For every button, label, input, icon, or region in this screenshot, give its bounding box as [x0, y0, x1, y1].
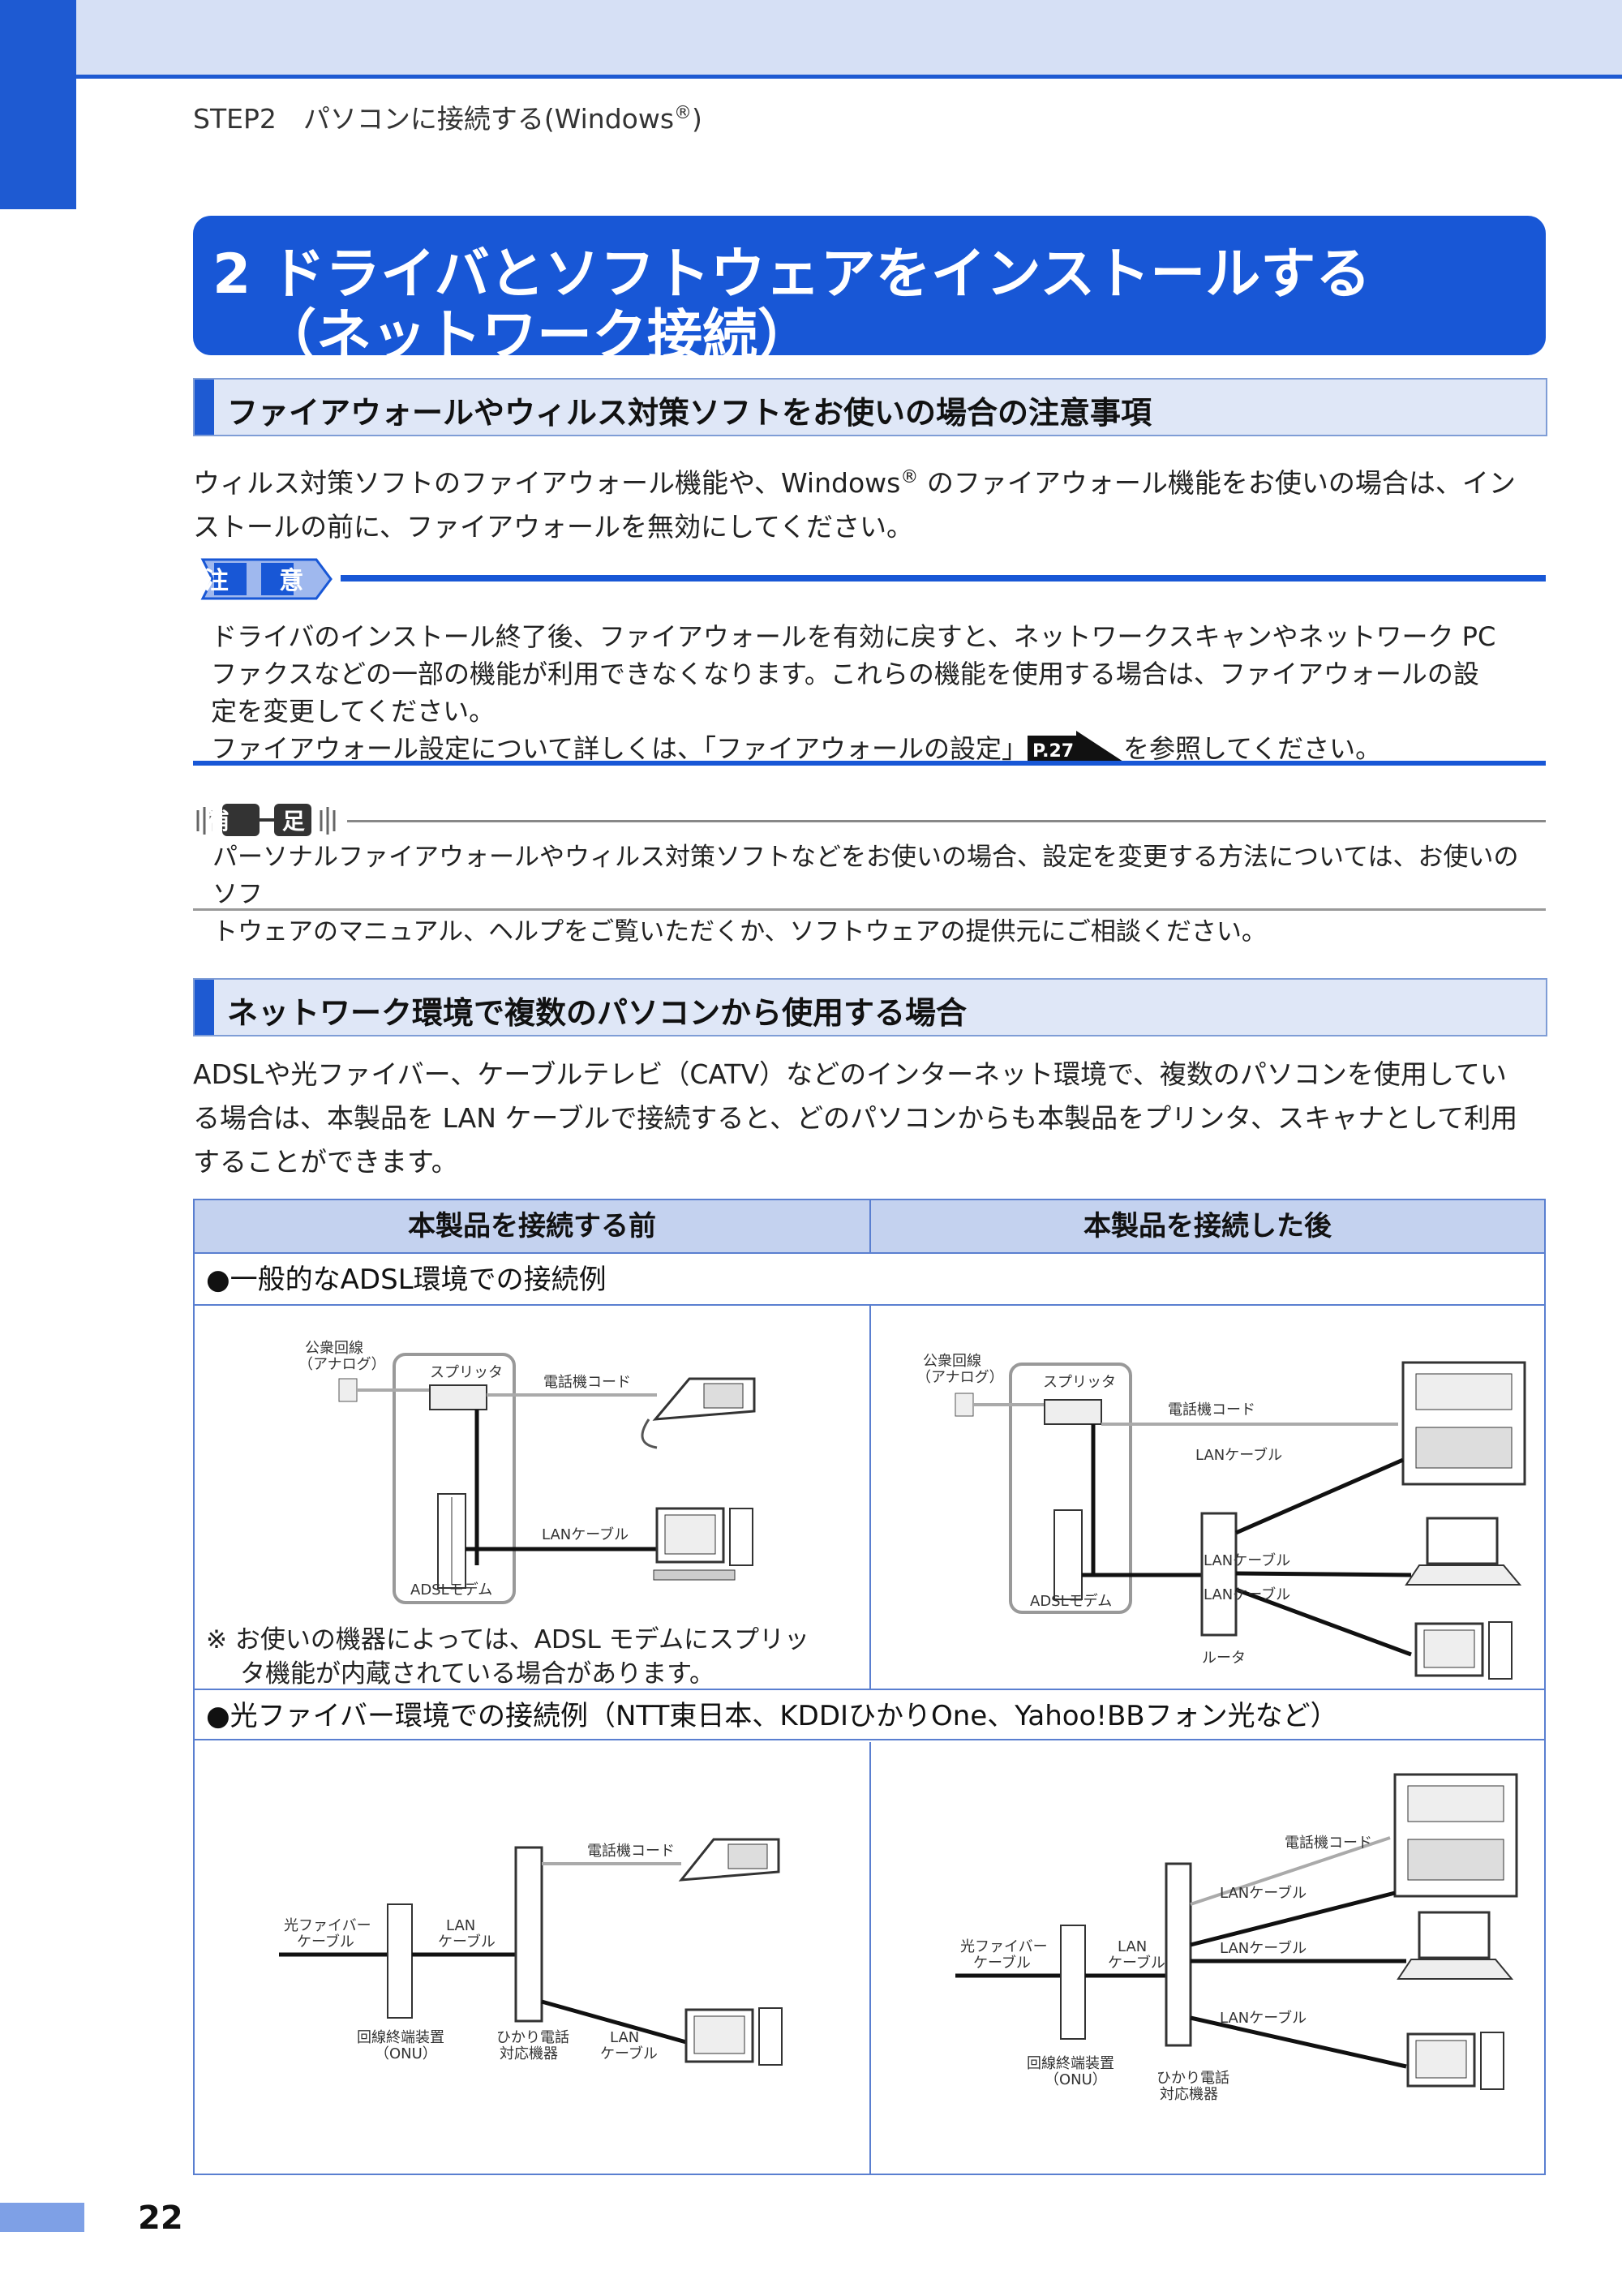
page-reference-link[interactable]: P.27 [1028, 731, 1124, 763]
adsl-modem-icon [1053, 1509, 1083, 1600]
svg-text:光ファイバー: 光ファイバー [284, 1917, 371, 1934]
desktop-pc-icon [1414, 1621, 1513, 1680]
svg-text:ケーブル: ケーブル [438, 1933, 496, 1951]
onu-icon [1060, 1925, 1086, 2040]
svg-text:回線終端装置: 回線終端装置 [357, 2029, 444, 2046]
supplement-text: パーソナルファイアウォールやウィルス対策ソフトなどをお使いの場合、設定を変更する… [212, 843, 1519, 946]
svg-text:ルータ: ルータ [1202, 1650, 1246, 1667]
caution-text: ドライバのインストール終了後、ファイアウォールを有効に戻すと、ネットワークスキャ… [211, 621, 1496, 764]
onu-icon [387, 1903, 413, 2019]
chapter-title: 2 ドライバとソフトウェアをインストールする （ネットワーク接続） [193, 216, 1546, 368]
router-icon [1200, 1512, 1238, 1637]
desktop-pc-icon [653, 1507, 753, 1581]
svg-text:対応機器: 対応機器 [1160, 2086, 1218, 2103]
column-header-before: 本製品を接続する前 [195, 1200, 871, 1254]
top-band [0, 0, 1622, 79]
desktop-pc-icon [1406, 2032, 1504, 2090]
firewall-intro: ウィルス対策ソフトのファイアウォール機能や、Windows® のファイアウォール… [193, 467, 1516, 543]
svg-text:ADSLモデム: ADSLモデム [1030, 1593, 1112, 1610]
chapter-title-line2: （ネットワーク接続） [261, 304, 813, 368]
svg-text:LANケーブル: LANケーブル [1204, 1551, 1290, 1569]
telephone-icon [641, 1377, 756, 1449]
svg-text:注 意: 注 意 [204, 567, 324, 595]
svg-text:電話機コード: 電話機コード [1168, 1401, 1255, 1418]
svg-text:光ファイバー: 光ファイバー [960, 1938, 1048, 1955]
running-header: STEP2 パソコンに接続する(Windows®) [193, 103, 702, 135]
hikari-phone-device-icon [1165, 1862, 1192, 2047]
connection-table: 本製品を接続する前 本製品を接続した後 ●一般的なADSL環境での接続例 ●光フ… [193, 1199, 1546, 2175]
svg-text:LANケーブル: LANケーブル [1220, 2009, 1307, 2027]
supplement-rule [347, 820, 1546, 822]
svg-text:電話機コード: 電話機コード [543, 1374, 631, 1391]
diagram-fiber-after: 光ファイバー ケーブル LAN ケーブル 回線終端装置 （ONU） ひかり電話 … [955, 1773, 1518, 2103]
svg-text:公衆回線: 公衆回線 [923, 1353, 981, 1370]
svg-text:ADSLモデム: ADSLモデム [410, 1581, 492, 1599]
printer-icon [1401, 1361, 1526, 1486]
svg-text:（ONU）: （ONU） [1045, 2071, 1107, 2088]
svg-text:LANケーブル: LANケーブル [1204, 1586, 1290, 1603]
svg-text:回線終端装置: 回線終端装置 [1027, 2055, 1114, 2072]
diagram-adsl-after: 公衆回線 （アナログ） スプリッタ 電話機コード ADSLモデム ルータ LAN… [916, 1353, 1526, 1680]
svg-text:LANケーブル: LANケーブル [1220, 1884, 1307, 1902]
splitter-icon [1044, 1399, 1102, 1425]
column-divider [869, 1742, 871, 2174]
wall-jack-icon [338, 1378, 358, 1402]
svg-text:（ONU）: （ONU） [375, 2045, 437, 2062]
chapter-title-line1: 2 ドライバとソフトウェアをインストールする [212, 242, 1371, 307]
caution-badge: 注 意 [200, 558, 333, 600]
svg-text:スプリッタ: スプリッタ [1043, 1374, 1116, 1391]
svg-text:※ お使いの機器によっては、ADSL モデムにスプリッ: ※ お使いの機器によっては、ADSL モデムにスプリッ [206, 1625, 809, 1654]
desktop-pc-icon [684, 2007, 783, 2066]
svg-text:ケーブル: ケーブル [600, 2045, 658, 2062]
svg-text:（アナログ）: （アナログ） [916, 1369, 1004, 1386]
supplement-badge: 補 足 [196, 804, 336, 836]
svg-text:（アナログ）: （アナログ） [298, 1356, 386, 1373]
svg-text:タ機能が内蔵されている場合があります。: タ機能が内蔵されている場合があります。 [240, 1659, 714, 1689]
column-divider [869, 1306, 871, 1689]
side-tab [0, 0, 76, 209]
section-bar [195, 980, 214, 1035]
telephone-icon [678, 1838, 780, 1882]
hikari-phone-device-icon [514, 1846, 543, 2023]
section-heading-firewall: ファイアウォールやウィルス対策ソフトをお使いの場合の注意事項 [193, 378, 1547, 436]
supplement-bottom-rule [193, 908, 1546, 911]
printer-icon [1393, 1773, 1518, 1898]
laptop-icon [1405, 1517, 1522, 1586]
svg-text:ひかり電話: ひかり電話 [496, 2029, 569, 2046]
section-bar [195, 380, 214, 435]
svg-text:補 足: 補 足 [205, 808, 328, 835]
svg-text:P.27: P.27 [1032, 741, 1074, 762]
svg-text:LAN: LAN [446, 1917, 475, 1934]
network-intro: ADSLや光ファイバー、ケーブルテレビ（CATV）などのインターネット環境で、複… [193, 1058, 1518, 1178]
svg-text:ケーブル: ケーブル [973, 1954, 1031, 1972]
svg-text:電話機コード: 電話機コード [587, 1843, 675, 1860]
diagram-fiber-before: 光ファイバー ケーブル LAN ケーブル 回線終端装置 （ONU） ひかり電話 … [279, 1838, 783, 2066]
footer-tab [0, 2203, 84, 2232]
svg-text:ケーブル: ケーブル [1108, 1954, 1165, 1972]
svg-text:LANケーブル: LANケーブル [1220, 1939, 1307, 1957]
page-ref-arrow-icon: P.27 [1028, 731, 1124, 762]
diagram-adsl-before: 公衆回線 （アナログ） スプリッタ 電話機コード ADSLモデム LANケーブル… [206, 1340, 809, 1689]
caution-bottom-rule [193, 761, 1546, 766]
svg-text:ひかり電話: ひかり電話 [1156, 2070, 1229, 2087]
wall-jack-icon [955, 1393, 974, 1417]
svg-text:LANケーブル: LANケーブル [1195, 1446, 1282, 1464]
splitter-icon [429, 1384, 487, 1410]
svg-text:公衆回線: 公衆回線 [305, 1340, 363, 1357]
svg-text:LAN: LAN [1118, 1938, 1147, 1955]
laptop-icon [1397, 1911, 1514, 1980]
page-number: 22 [138, 2199, 183, 2237]
svg-text:ケーブル: ケーブル [297, 1933, 354, 1951]
svg-text:LAN: LAN [610, 2029, 639, 2046]
caution-rule [341, 575, 1546, 582]
row-label-adsl: ●一般的なADSL環境での接続例 [195, 1254, 1544, 1306]
svg-text:スプリッタ: スプリッタ [430, 1364, 503, 1381]
section-heading-network: ネットワーク環境で複数のパソコンから使用する場合 [193, 978, 1547, 1036]
svg-text:対応機器: 対応機器 [500, 2045, 558, 2062]
svg-text:電話機コード: 電話機コード [1285, 1835, 1372, 1852]
column-header-after: 本製品を接続した後 [871, 1200, 1544, 1254]
row-label-fiber: ●光ファイバー環境での接続例（NTT東日本、KDDIひかりOne、Yahoo!B… [195, 1689, 1544, 1740]
svg-text:LANケーブル: LANケーブル [542, 1526, 629, 1543]
